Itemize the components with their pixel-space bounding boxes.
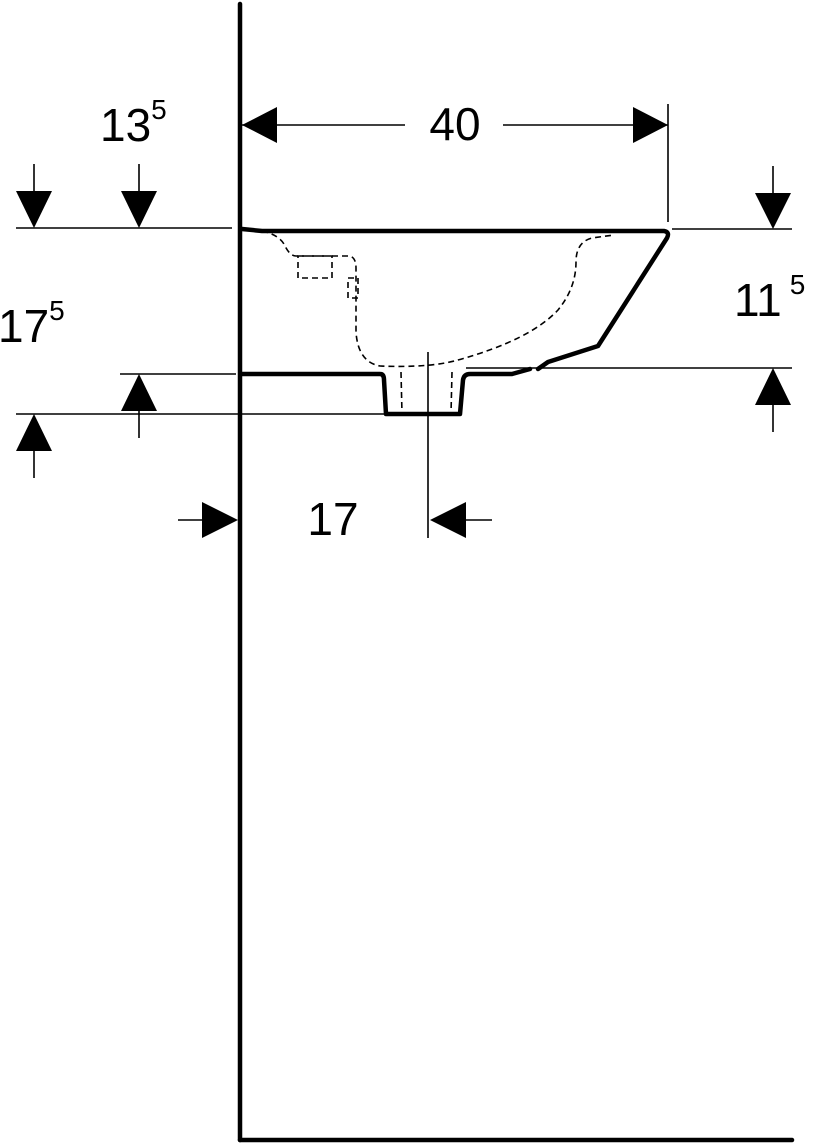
total-height-sup: 5 (49, 295, 65, 326)
drain-hidden-right (450, 371, 453, 415)
total-height-text: 175 (0, 295, 65, 352)
drain-hidden-left (400, 371, 403, 415)
wall-offset-text: 135 (100, 94, 167, 151)
basin-height-text: 11 5 (734, 269, 805, 326)
basin-height-arrow-top (755, 193, 791, 229)
basin-height-arrow-bottom (755, 368, 791, 405)
overflow-channel-hidden (347, 277, 359, 299)
width-arrow-left (242, 107, 277, 143)
underside-arrow-left (121, 374, 157, 411)
total-height-value: 17 (0, 300, 49, 352)
basin-height-sup: 5 (790, 269, 806, 300)
basin-height-value: 11 (734, 274, 782, 326)
total-height-arrow-bottom (16, 414, 52, 451)
wall-offset-sup: 5 (151, 94, 167, 125)
overflow-hidden (297, 255, 333, 279)
basin-inner-hidden (261, 230, 615, 368)
width-arrow-right (633, 107, 668, 143)
width-dim-text: 40 (429, 98, 480, 150)
wall-offset-value: 13 (100, 99, 151, 151)
drain-offset-arrow-left (202, 502, 238, 538)
total-height-arrow-top (16, 191, 52, 228)
drain-offset-arrow-right (430, 502, 466, 538)
drain-offset-text: 17 (307, 493, 358, 545)
basin-outline (239, 226, 671, 417)
wall-offset-arrow (121, 191, 157, 228)
